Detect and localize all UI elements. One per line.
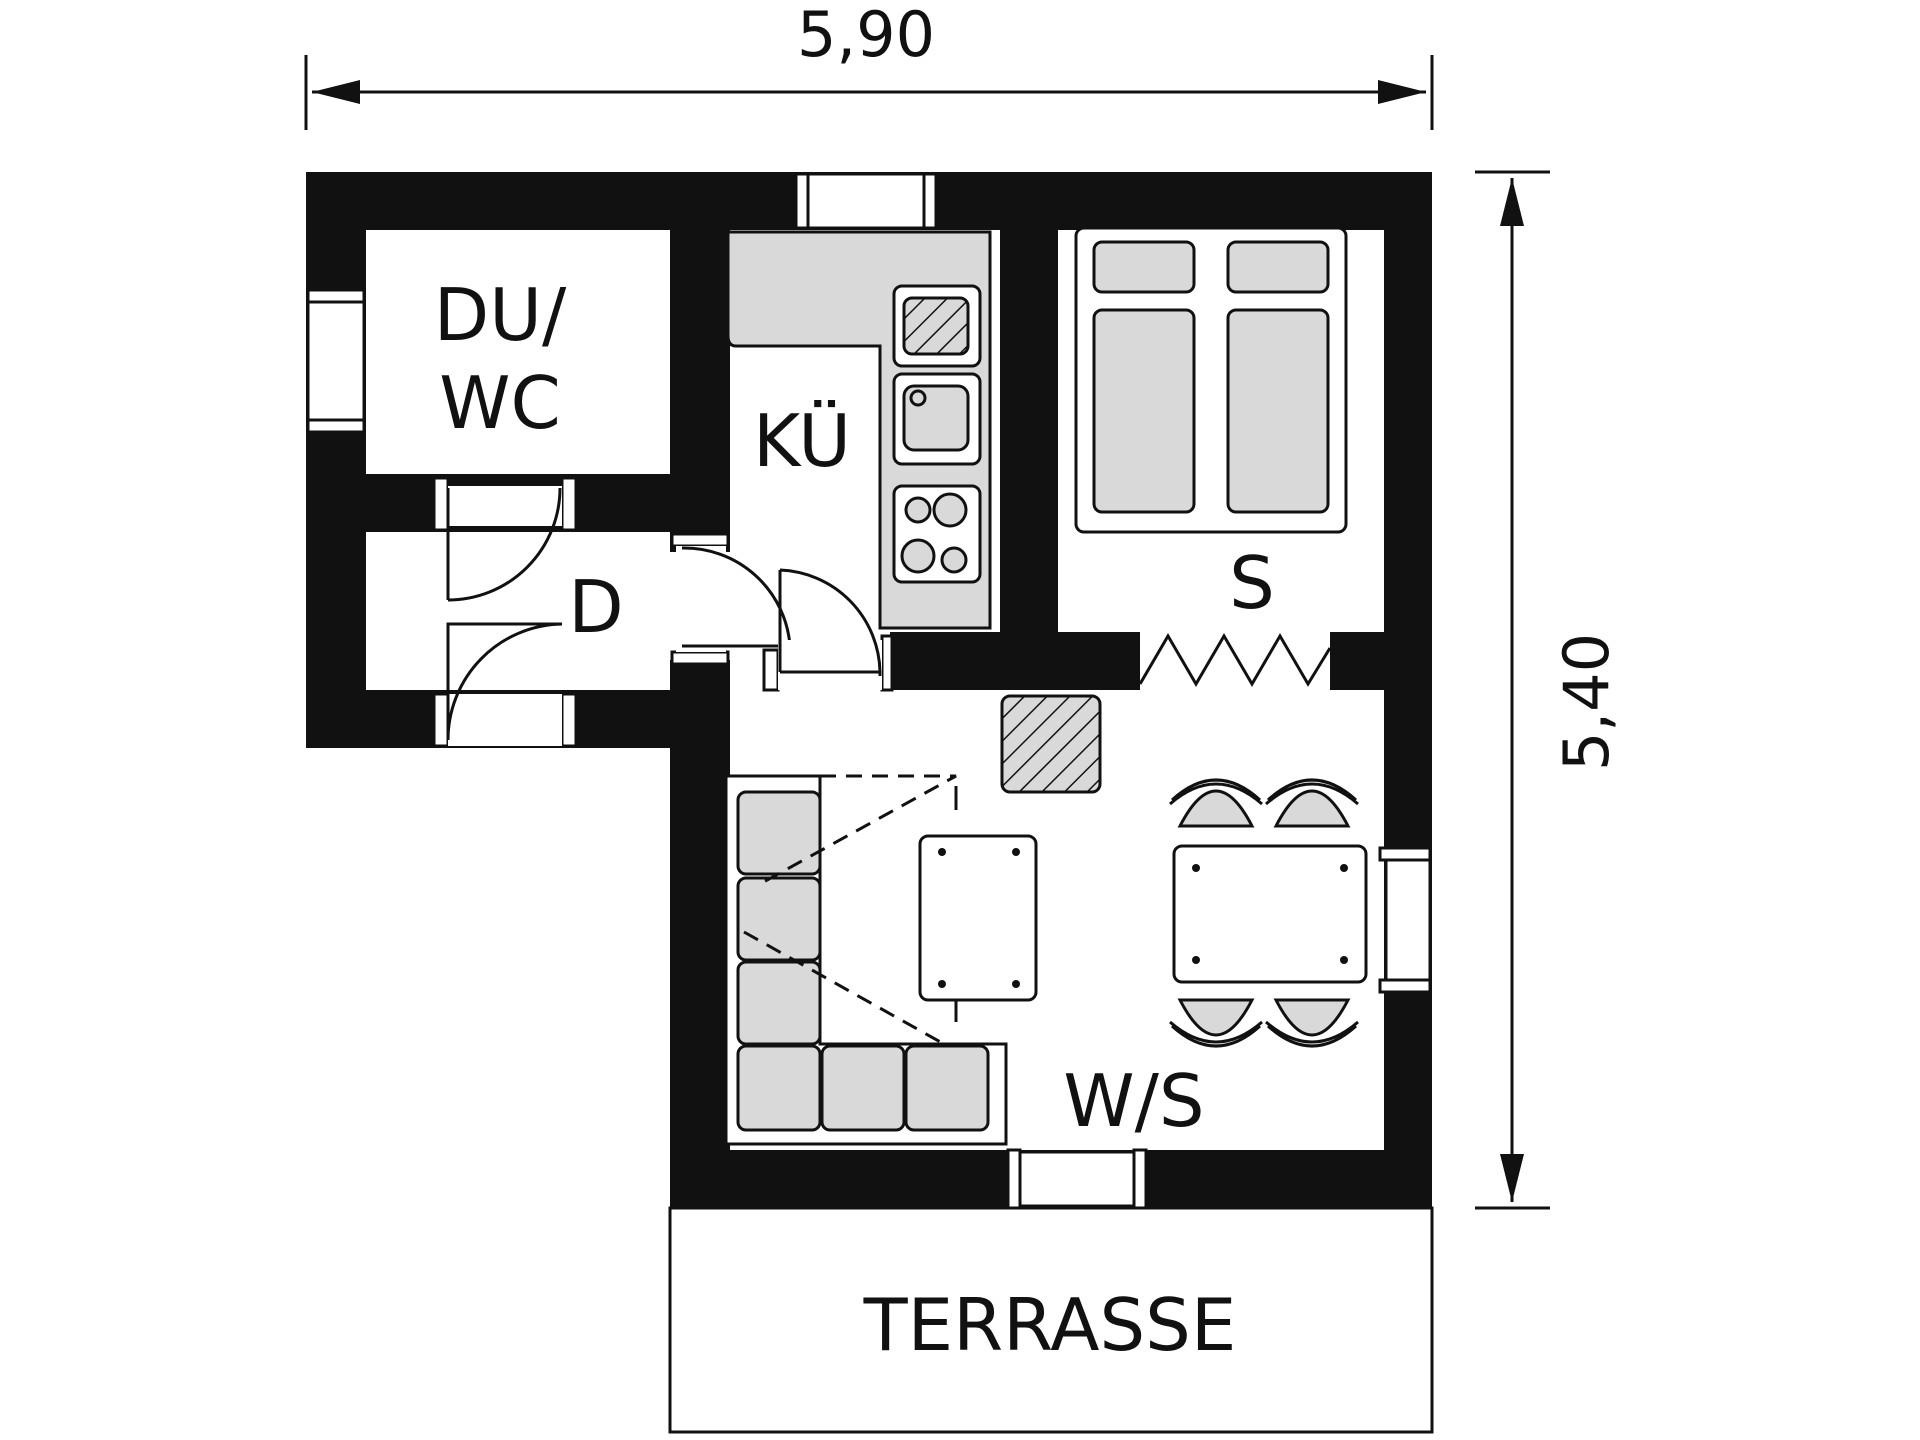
width-label: 5,90	[797, 0, 935, 71]
room-label-bathroom: DU/	[434, 273, 567, 357]
fireplace-icon	[1000, 694, 1102, 794]
window-top-kitchen	[802, 172, 930, 230]
pillow	[1226, 240, 1330, 294]
window-right-living	[1384, 856, 1432, 986]
room-label-terrace: TERRASSE	[863, 1283, 1237, 1367]
depth-label: 5,40	[1550, 633, 1623, 771]
pillow	[1092, 240, 1196, 294]
room-label-bedroom: S	[1229, 541, 1275, 625]
doors	[432, 476, 1332, 748]
sink-drainboard	[902, 296, 970, 356]
kitchen-counter	[726, 230, 992, 630]
depth-dimension: 5,40	[1475, 170, 1623, 1210]
window-bottom-living	[1014, 1150, 1138, 1208]
mattress	[1092, 308, 1196, 514]
room-label-bathroom-line2: WC	[439, 361, 560, 445]
windows	[306, 172, 1432, 1210]
folding-door	[1138, 633, 1332, 687]
bed	[1074, 226, 1348, 534]
dining-chairs	[1169, 778, 1359, 1048]
width-dimension: 5,90	[304, 0, 1434, 130]
corner-sofa	[724, 774, 1008, 1146]
mattress	[1226, 308, 1330, 514]
terrace	[668, 1206, 1434, 1434]
dining-table	[1172, 844, 1368, 984]
coffee-table	[918, 834, 1038, 1022]
window-left-bath	[306, 296, 366, 424]
room-label-kitchen: KÜ	[753, 399, 851, 483]
room-label-living: W/S	[1063, 1059, 1204, 1143]
room-label-hall: D	[568, 565, 623, 649]
